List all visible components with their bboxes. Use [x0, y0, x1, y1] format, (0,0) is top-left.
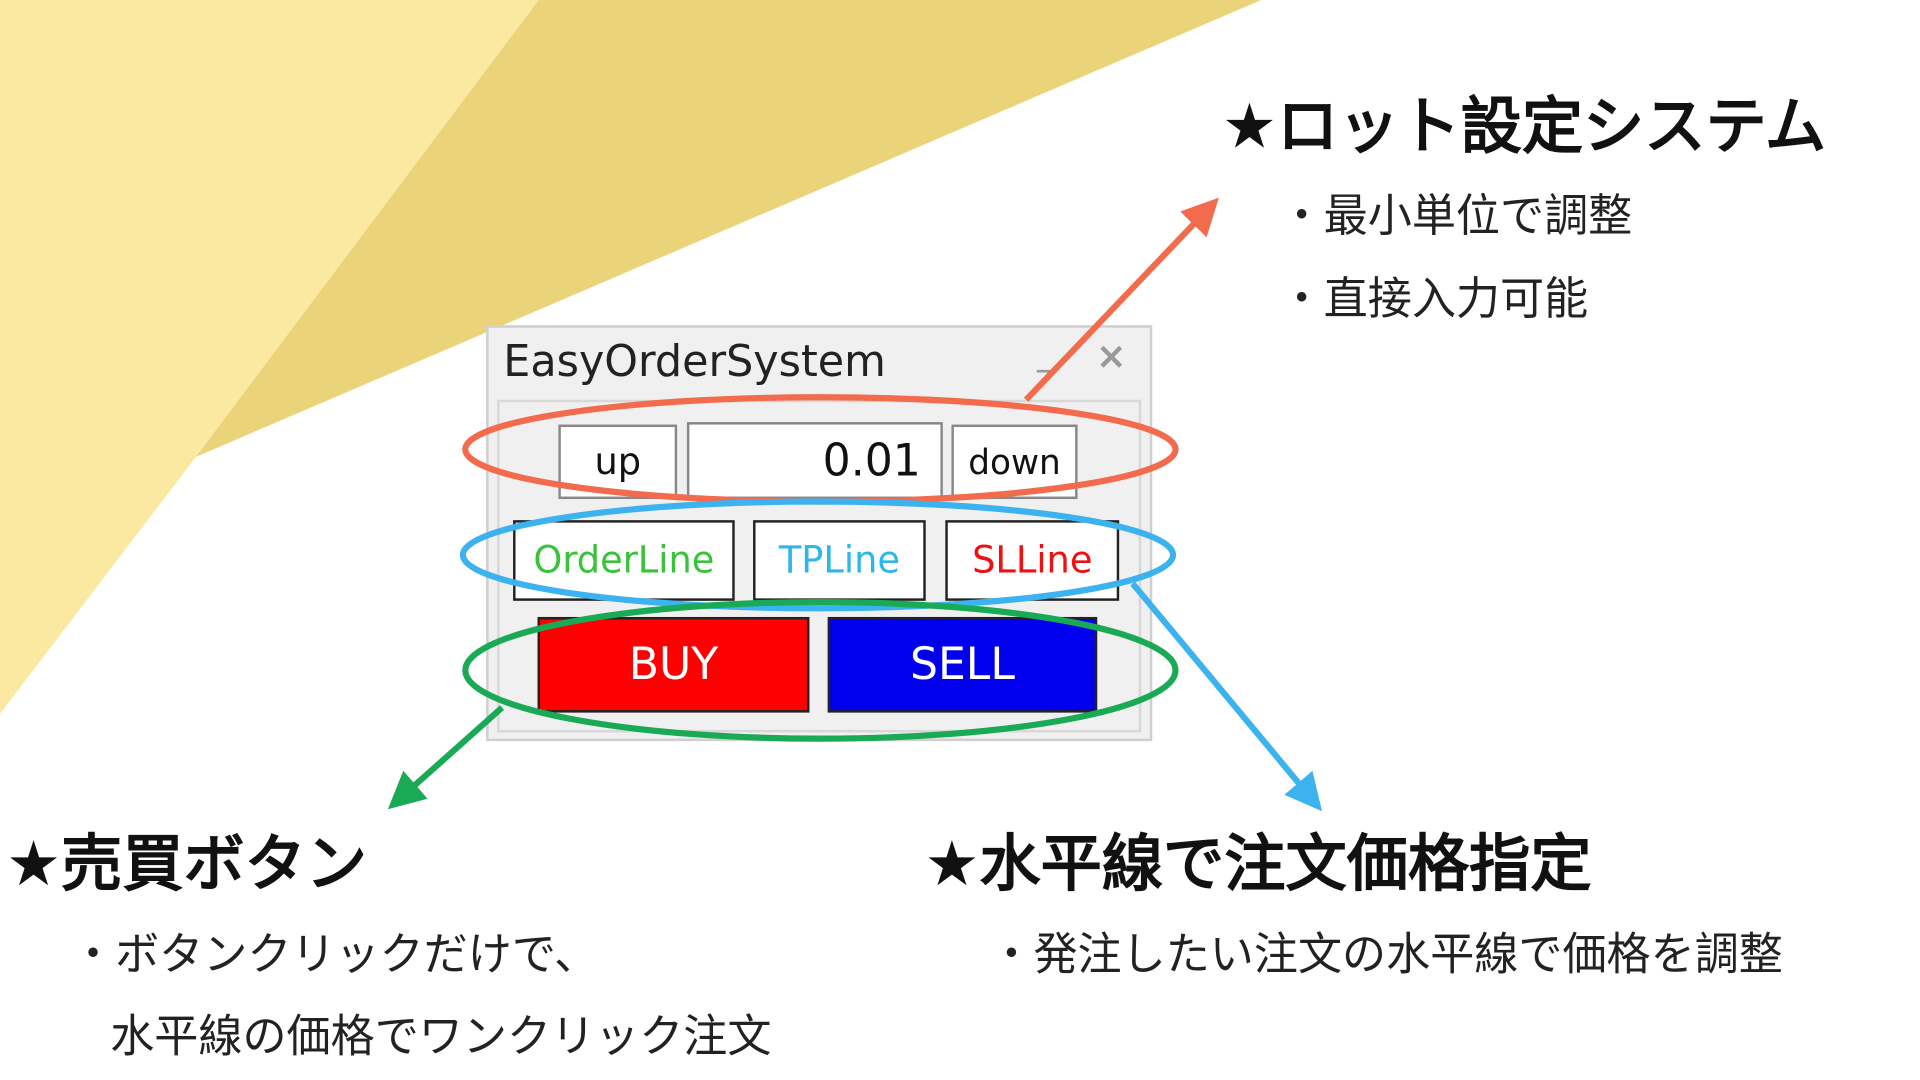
buysell-heading: ★売買ボタン — [6, 828, 368, 901]
lot-up-button[interactable]: up — [558, 424, 678, 500]
orderline-button[interactable]: OrderLine — [513, 520, 735, 601]
lines-heading: ★水平線で注文価格指定 — [924, 828, 1592, 901]
lot-bullet: ・直接入力可能 — [1279, 274, 1589, 326]
panel-body: up 0.01 down OrderLine TPLine SLLine BUY… — [497, 399, 1142, 733]
buysell-bullet: ・ボタンクリックだけで、 — [71, 929, 599, 981]
minimize-icon[interactable]: _ — [1037, 330, 1056, 374]
lot-heading: ★ロット設定システム — [1222, 90, 1827, 163]
slline-button[interactable]: SLLine — [945, 520, 1120, 601]
lines-bullet: ・発注したい注文の水平線で価格を調整 — [989, 929, 1783, 981]
sell-button[interactable]: SELL — [827, 616, 1098, 713]
lot-down-button[interactable]: down — [951, 424, 1078, 500]
lot-bullet: ・最小単位で調整 — [1279, 191, 1633, 243]
tpline-button[interactable]: TPLine — [753, 520, 926, 601]
panel-title: EasyOrderSystem — [503, 337, 886, 388]
buy-button[interactable]: BUY — [537, 616, 810, 713]
buysell-bullet: 水平線の価格でワンクリック注文 — [110, 1011, 772, 1063]
easy-order-panel: EasyOrderSystem _ × up 0.01 down OrderLi… — [486, 325, 1153, 742]
lot-input[interactable]: 0.01 — [686, 422, 943, 500]
close-icon[interactable]: × — [1095, 335, 1127, 379]
